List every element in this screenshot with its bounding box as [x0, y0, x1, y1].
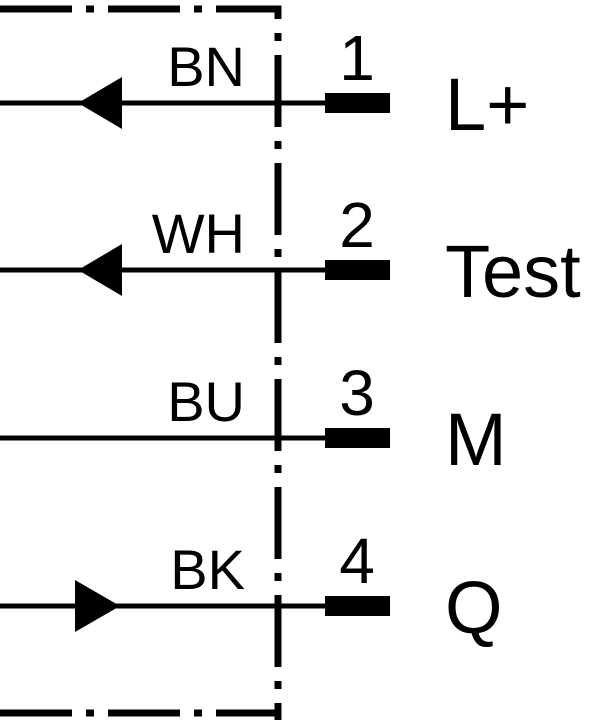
pin-number: 3: [339, 357, 375, 429]
pin-number: 2: [339, 189, 375, 261]
wire-color-label: BN: [167, 35, 245, 98]
terminal-block: [325, 596, 390, 616]
arrow-left-icon: [78, 244, 122, 296]
arrow-left-icon: [78, 77, 122, 129]
pin-row-4: BK 4Q: [0, 525, 503, 649]
pin-number: 1: [339, 22, 375, 94]
signal-label: L+: [445, 63, 529, 146]
wire-color-label: BU: [167, 370, 245, 433]
pin-row-3: BU 3M: [0, 357, 507, 481]
signal-label: Test: [445, 230, 581, 313]
pin-row-1: BN 1L+: [0, 22, 529, 146]
arrow-right-icon: [75, 580, 120, 632]
terminal-block: [325, 260, 390, 280]
signal-label: Q: [445, 566, 503, 649]
terminal-block: [325, 93, 390, 113]
wire-color-label: WH: [152, 202, 245, 265]
signal-label: M: [445, 398, 507, 481]
pin-number: 4: [339, 525, 375, 597]
housing-boundary: [0, 5, 282, 720]
wire-color-label: BK: [170, 538, 245, 601]
terminal-block: [325, 428, 390, 448]
